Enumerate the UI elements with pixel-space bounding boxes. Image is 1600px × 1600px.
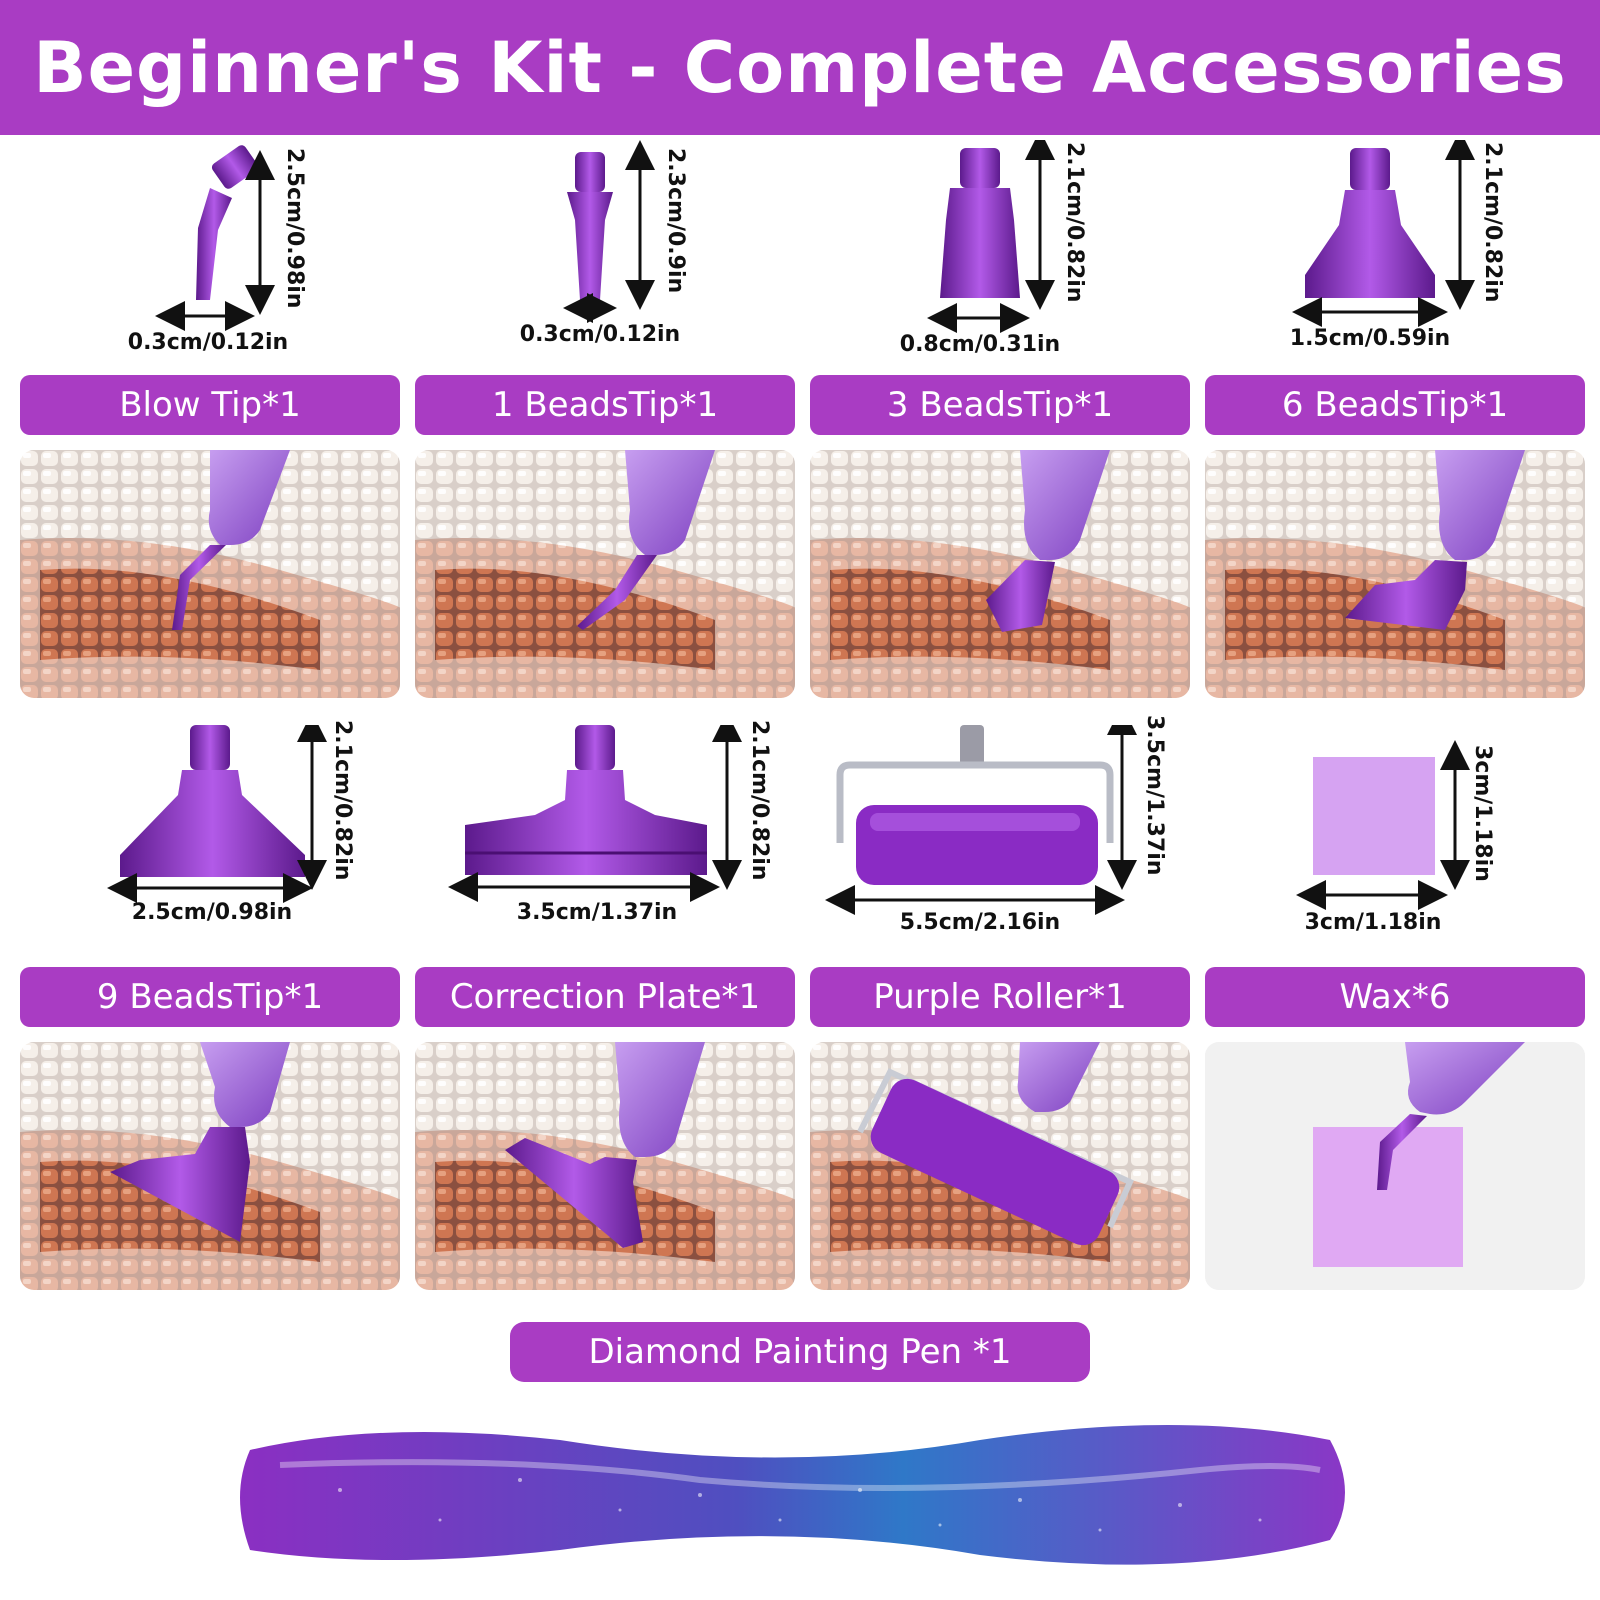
height-dimension: 2.5cm/0.98in <box>282 148 307 309</box>
width-dimension: 0.8cm/0.31in <box>899 332 1061 357</box>
single-bead-tip-icon <box>563 140 655 323</box>
correction-plate-icon <box>448 725 742 902</box>
width-dimension: 2.5cm/0.98in <box>131 900 293 925</box>
page-title: Beginner's Kit - Complete Accessories <box>33 26 1567 109</box>
usage-photo <box>810 1042 1190 1290</box>
item-label: 6 BeadsTip*1 <box>1205 375 1585 435</box>
pen-image <box>220 1410 1360 1580</box>
item-label: 1 BeadsTip*1 <box>415 375 795 435</box>
roller-product: 3.5cm/1.37in 5.5cm/2.16in <box>810 715 1190 955</box>
item-label: 9 BeadsTip*1 <box>20 967 400 1027</box>
item-label: Purple Roller*1 <box>810 967 1190 1027</box>
nine-bead-tip-icon <box>107 725 327 903</box>
blow-tip-product: 2.5cm/0.98in 0.3cm/0.12in <box>20 140 400 370</box>
item-label: 3 BeadsTip*1 <box>810 375 1190 435</box>
six-bead-tip-product: 2.1cm/0.82in 1.5cm/0.59in <box>1205 140 1585 370</box>
usage-photo <box>1205 1042 1585 1290</box>
usage-photo <box>20 450 400 698</box>
height-dimension: 2.1cm/0.82in <box>1062 142 1087 303</box>
nine-bead-tip-product: 2.1cm/0.82in 2.5cm/0.98in <box>20 720 400 955</box>
single-bead-tip-product: 2.3cm/0.9in 0.3cm/0.12in <box>415 140 795 370</box>
usage-photo <box>415 1042 795 1290</box>
three-bead-tip-product: 2.1cm/0.82in 0.8cm/0.31in <box>810 140 1190 370</box>
wax-product: 3cm/1.18in 3cm/1.18in <box>1205 725 1585 955</box>
correction-plate-product: 2.1cm/0.82in 3.5cm/1.37in <box>415 720 795 955</box>
usage-photo <box>20 1042 400 1290</box>
usage-photo <box>810 450 1190 698</box>
width-dimension: 5.5cm/2.16in <box>899 910 1061 935</box>
pen-label: Diamond Painting Pen *1 <box>510 1322 1090 1382</box>
height-dimension: 3cm/1.18in <box>1470 745 1495 882</box>
width-dimension: 3.5cm/1.37in <box>516 900 678 925</box>
blow-tip-icon <box>155 145 275 331</box>
width-dimension: 1.5cm/0.59in <box>1289 326 1451 351</box>
six-bead-tip-icon <box>1292 140 1475 327</box>
pen-icon <box>240 1425 1345 1565</box>
height-dimension: 2.1cm/0.82in <box>747 720 772 881</box>
item-label: Correction Plate*1 <box>415 967 795 1027</box>
width-dimension: 0.3cm/0.12in <box>519 322 681 347</box>
header-banner: Beginner's Kit - Complete Accessories <box>0 0 1600 135</box>
usage-photo <box>415 450 795 698</box>
usage-photo <box>1205 450 1585 698</box>
three-bead-tip-icon <box>927 140 1055 333</box>
height-dimension: 2.3cm/0.9in <box>663 148 688 294</box>
item-label: Wax*6 <box>1205 967 1585 1027</box>
height-dimension: 3.5cm/1.37in <box>1142 715 1167 876</box>
item-label: Blow Tip*1 <box>20 375 400 435</box>
height-dimension: 2.1cm/0.82in <box>1480 142 1505 303</box>
roller-icon <box>825 725 1137 915</box>
wax-icon <box>1296 740 1470 910</box>
width-dimension: 0.3cm/0.12in <box>127 330 289 355</box>
height-dimension: 2.1cm/0.82in <box>330 720 355 881</box>
width-dimension: 3cm/1.18in <box>1304 910 1442 935</box>
